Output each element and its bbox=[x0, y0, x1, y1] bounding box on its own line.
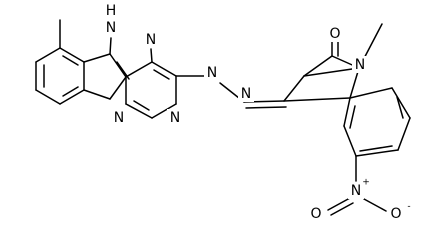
nitro-o-left-bond-b bbox=[330, 202, 354, 216]
triazine-bond-4 bbox=[151, 103, 177, 119]
triazine-n-bottom-left-text: N bbox=[114, 110, 124, 126]
atom-labels: H N N N N N N N bbox=[103, 2, 411, 222]
benzo-double-3 bbox=[349, 105, 356, 129]
nitro-o-right-charge: - bbox=[407, 202, 410, 212]
isatin-n-text: N bbox=[355, 57, 365, 73]
nitro-o-left-label: O bbox=[308, 205, 324, 222]
chemical-structure: H N N N N N N N bbox=[35, 2, 411, 222]
nitro-n-charge: + bbox=[362, 178, 370, 188]
triazine-n-bottom-right-label: N bbox=[167, 109, 183, 126]
nitro-o-left-bond-a bbox=[327, 197, 351, 211]
pyrrole-bond-1 bbox=[83, 53, 111, 63]
carbonyl-o-label: O bbox=[327, 25, 343, 42]
indole-n-text: N bbox=[106, 20, 116, 36]
hydrazone-double-2 bbox=[245, 106, 287, 109]
benzo-bond-2 bbox=[391, 87, 411, 119]
benzo-bond-6 bbox=[343, 97, 351, 127]
triazine-n-top-text: N bbox=[146, 32, 156, 48]
isatin-bond-6 bbox=[303, 67, 360, 77]
nitro-n-label: N + bbox=[348, 178, 370, 199]
indole-n-label: N bbox=[103, 19, 119, 36]
benzene-bond-3 bbox=[59, 89, 85, 105]
nh-to-pyrrole-bond bbox=[109, 37, 112, 55]
nitro-n-text: N bbox=[351, 183, 361, 199]
hydrazone-n1-text: N bbox=[207, 65, 217, 81]
benzo-bond-4 bbox=[355, 149, 399, 157]
isatin-n-label: N bbox=[352, 56, 368, 73]
benzene-bond-6 bbox=[35, 47, 61, 63]
benzene-double-3 bbox=[62, 55, 79, 66]
benzene-double-2 bbox=[62, 86, 79, 97]
hydrazone-n2-label: N bbox=[238, 85, 254, 102]
benzo-bond-5 bbox=[343, 125, 357, 157]
triazine-n-bottom-left-label: N bbox=[111, 109, 127, 126]
triazine-double-1 bbox=[153, 69, 170, 80]
nitro-o-right-label: O - bbox=[388, 202, 411, 222]
benzo-bond-3 bbox=[397, 117, 411, 151]
isatin-bond-2 bbox=[303, 55, 333, 77]
benzene-bond-1 bbox=[59, 47, 85, 63]
triazine-bond-2 bbox=[151, 61, 177, 77]
triazine-n-bottom-right-text: N bbox=[170, 110, 180, 126]
triazine-double-2 bbox=[133, 100, 150, 111]
triazine-n-top-label: N bbox=[143, 31, 159, 48]
carbonyl-o-text: O bbox=[329, 26, 340, 42]
nitro-o-right-bond bbox=[363, 198, 387, 212]
nh-h-text: H bbox=[106, 3, 117, 19]
isatin-bond-5 bbox=[283, 97, 351, 102]
nh-label: H bbox=[103, 2, 119, 19]
hydrazone-n1-label: N bbox=[204, 64, 220, 81]
benzo-double-1 bbox=[396, 96, 404, 119]
triazine-bond-5 bbox=[125, 103, 153, 119]
benzo-bond-1 bbox=[349, 87, 393, 99]
isatin-bond-1 bbox=[283, 75, 305, 102]
hydrazone-n2-text: N bbox=[241, 86, 251, 102]
benzene-bond-4 bbox=[35, 89, 61, 105]
nitro-o-left-text: O bbox=[310, 206, 321, 222]
benzo-double-2 bbox=[359, 145, 393, 152]
triazine-n-top-link bbox=[150, 48, 153, 63]
pyrrole-bond-2 bbox=[109, 53, 127, 78]
triazine-bond-1 bbox=[125, 61, 153, 78]
bonds bbox=[35, 19, 411, 216]
nitro-o-right-text: O bbox=[390, 206, 401, 222]
pyrrole-bond-4 bbox=[83, 89, 111, 100]
pyrrole-bond-3 bbox=[109, 76, 127, 100]
